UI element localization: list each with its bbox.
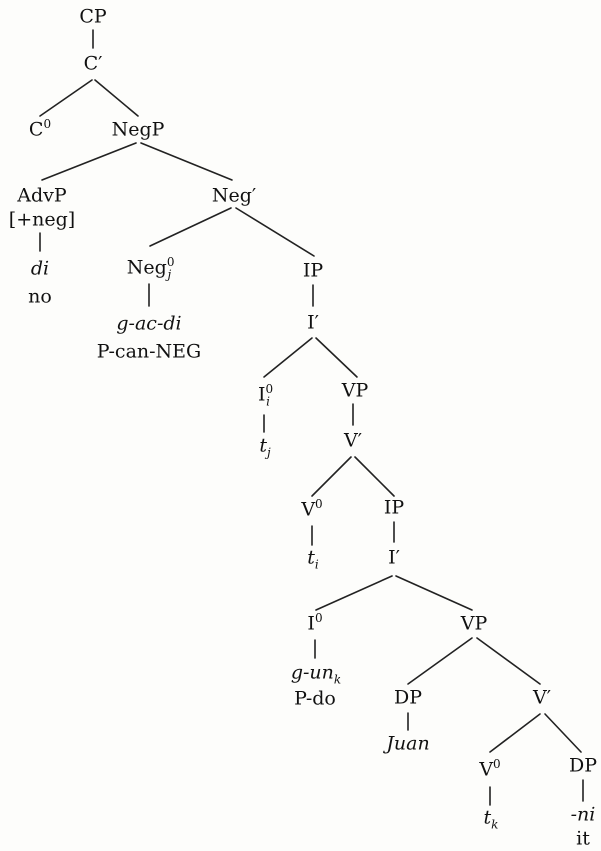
node-i0-1-sub: i xyxy=(266,394,270,409)
node-i0-1-base: I xyxy=(258,383,266,406)
node-t-k: tk xyxy=(483,806,499,832)
node-t-k-base: t xyxy=(483,806,492,829)
node-dp-2: DP xyxy=(568,754,598,777)
node-i0-2-base: I xyxy=(307,612,315,635)
edge-ibar2-vp2 xyxy=(395,575,473,611)
node-g-un-k-sub: k xyxy=(333,672,342,687)
edge-negp-negbar xyxy=(140,142,233,181)
node-t-i-base: t xyxy=(307,546,315,569)
node-c0: C0 xyxy=(28,118,51,141)
node-t-i-sub: i xyxy=(314,557,319,572)
edge-negp-advp xyxy=(41,142,137,181)
edge-vbar1-ip2 xyxy=(354,456,395,497)
node-i0-1: I0i xyxy=(258,383,273,409)
node-t-j-base: t xyxy=(259,434,267,457)
node-v-bar-1: V′ xyxy=(343,429,363,452)
edge-vbar1-v01 xyxy=(311,456,352,497)
node-vp-1: VP xyxy=(341,379,369,402)
node-dp-1: DP xyxy=(393,686,423,709)
node-v0-1-base: V xyxy=(301,498,316,521)
node-t-i: ti xyxy=(307,546,319,572)
node-neg0-base: Neg xyxy=(126,256,167,279)
node-v0-2: V0 xyxy=(479,758,500,781)
node-g-ac-di: g-ac-di xyxy=(116,312,182,335)
node-neg0-sup: 0 xyxy=(166,255,175,270)
node-ni: -ni xyxy=(570,803,596,826)
node-v0-1: V0 xyxy=(301,498,322,521)
node-p-do: P-do xyxy=(294,687,336,710)
node-i0-1-sup: 0 xyxy=(265,382,274,397)
node-v0-1-sup: 0 xyxy=(315,497,323,512)
node-advp-feature: [+neg] xyxy=(8,208,76,231)
node-g-un-k: g-unk xyxy=(290,661,342,687)
node-ip-2: IP xyxy=(383,496,405,519)
edge-negbar-neg0 xyxy=(149,207,232,247)
node-di: di xyxy=(30,257,50,280)
node-i-bar-2: I′ xyxy=(388,546,400,569)
edge-cbar-c0 xyxy=(39,79,93,117)
node-vp-2: VP xyxy=(460,612,488,635)
node-i-bar-1: I′ xyxy=(307,311,319,334)
node-v-bar-2: V′ xyxy=(532,686,552,709)
edge-cbar-negp xyxy=(94,79,139,117)
node-t-j: tj xyxy=(259,434,271,460)
node-advp: AdvP xyxy=(17,184,67,207)
edge-vbar2-dp2 xyxy=(544,713,582,753)
node-neg-bar: Neg′ xyxy=(211,184,257,207)
node-i0-2-sup: 0 xyxy=(314,611,323,626)
node-p-can-neg: P-can-NEG xyxy=(96,340,202,363)
node-it: it xyxy=(576,827,590,850)
node-c-bar: C′ xyxy=(83,52,103,75)
node-v0-2-base: V xyxy=(479,758,494,781)
edge-ibar2-i02 xyxy=(315,575,393,611)
node-i0-2: I0 xyxy=(307,612,322,635)
edge-vp2-vbar2 xyxy=(476,637,541,685)
edge-vp2-dp1 xyxy=(407,637,473,685)
node-v0-2-sup: 0 xyxy=(493,757,501,772)
node-negp: NegP xyxy=(111,118,165,141)
edge-negbar-ip1 xyxy=(235,207,315,257)
node-g-un-k-base: g-un xyxy=(290,661,334,684)
node-c0-sup: 0 xyxy=(43,117,52,132)
node-ip-1: IP xyxy=(302,259,324,282)
node-neg0-sub: j xyxy=(167,267,172,282)
node-c0-base: C xyxy=(28,118,44,141)
node-neg0: Neg0j xyxy=(126,256,175,282)
node-cp: CP xyxy=(79,5,107,28)
node-juan: Juan xyxy=(386,732,430,755)
edge-ibar1-i01 xyxy=(263,337,313,378)
node-t-k-sub: k xyxy=(491,817,499,832)
node-t-j-sub: j xyxy=(266,445,271,460)
node-no: no xyxy=(28,285,52,308)
edge-vbar2-v02 xyxy=(489,713,541,753)
edge-ibar1-vp1 xyxy=(315,337,358,378)
